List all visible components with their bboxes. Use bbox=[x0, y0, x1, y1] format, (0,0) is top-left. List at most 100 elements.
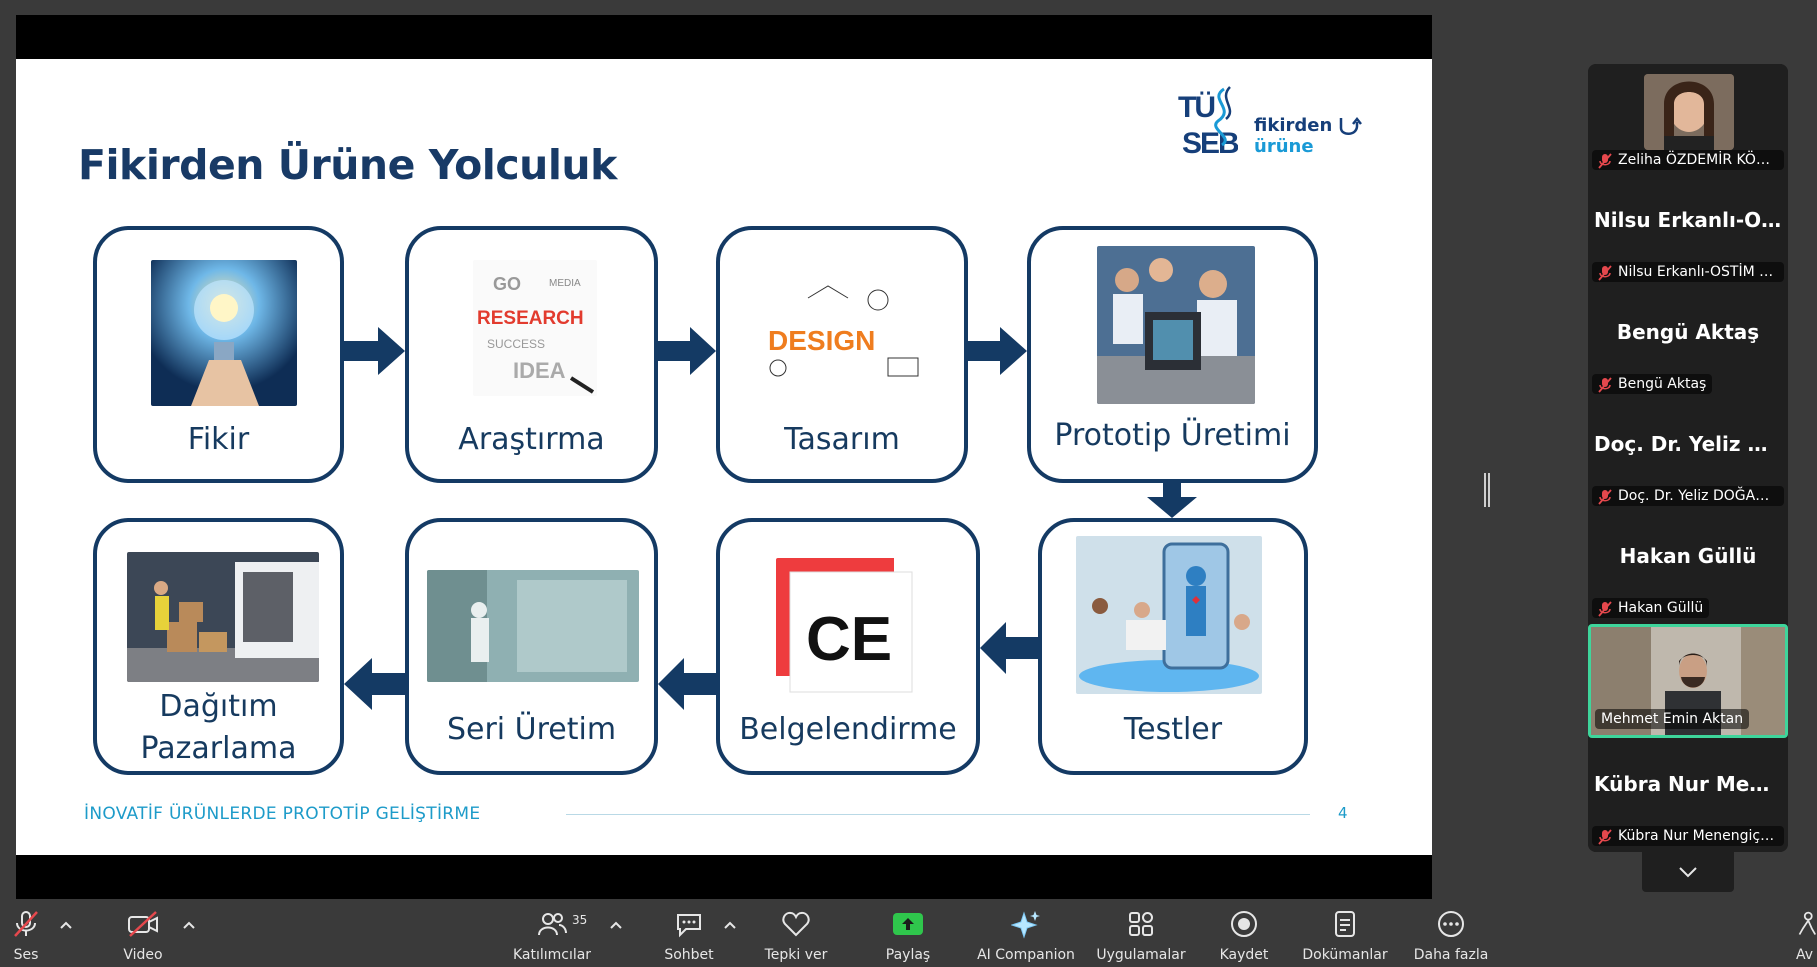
step-label: Seri Üretim bbox=[446, 712, 617, 747]
participant-tile-active-speaker[interactable]: Mehmet Emin Aktan bbox=[1588, 624, 1788, 738]
arrow-right-icon bbox=[968, 327, 1027, 375]
lightbulb-image bbox=[151, 260, 297, 406]
participant-name-tag: Bengü Aktaş bbox=[1592, 374, 1713, 394]
svg-text:SUCCESS: SUCCESS bbox=[487, 337, 545, 351]
arrow-left-icon bbox=[344, 658, 405, 710]
more-dots-icon bbox=[1438, 911, 1464, 937]
presentation-slide: Fikirden Ürüne Yolculuk TÜ SEB fikirden bbox=[16, 59, 1432, 855]
mic-muted-icon bbox=[1598, 489, 1612, 505]
apps-icon bbox=[1129, 912, 1153, 936]
mic-muted-icon bbox=[1598, 601, 1612, 617]
research-word-cloud-image: GO MEDIA RESEARCH SUCCESS IDEA bbox=[473, 260, 597, 396]
step-arastirma: GO MEDIA RESEARCH SUCCESS IDEA Araştırma bbox=[405, 226, 658, 483]
step-tasarim: DESIGN Tasarım bbox=[716, 226, 968, 483]
video-off-icon bbox=[128, 911, 158, 937]
audio-button[interactable]: Ses bbox=[6, 905, 46, 963]
participant-gallery: Zeliha ÖZDEMİR KÖKEN Nilsu Erkanlı-OS...… bbox=[1588, 64, 1788, 852]
participants-icon bbox=[538, 913, 567, 936]
participant-video bbox=[1644, 74, 1734, 150]
audio-options-caret-icon[interactable] bbox=[58, 919, 74, 931]
apps-button[interactable]: Uygulamalar bbox=[1096, 905, 1186, 963]
cleanroom-production-image bbox=[427, 570, 639, 682]
participant-display-name: Doç. Dr. Yeliz D... bbox=[1594, 432, 1787, 456]
gallery-scroll-down-button[interactable] bbox=[1642, 852, 1734, 892]
ce-mark-image: CE bbox=[776, 558, 916, 694]
documents-button[interactable]: Dokümanlar bbox=[1300, 905, 1390, 963]
step-label: Araştırma bbox=[458, 422, 605, 457]
svg-text:RESEARCH: RESEARCH bbox=[477, 308, 584, 329]
more-button[interactable]: Daha fazla bbox=[1410, 905, 1492, 963]
participant-name-tag: Nilsu Erkanlı-OSTİM M... bbox=[1592, 262, 1784, 282]
3d-printer-lab-image bbox=[1097, 246, 1255, 404]
participant-display-name: Bengü Aktaş bbox=[1616, 320, 1760, 344]
logo-org: TÜ SEB bbox=[1178, 83, 1241, 164]
step-label: Prototip Üretimi bbox=[1054, 418, 1291, 453]
heart-icon bbox=[782, 911, 810, 937]
tuseb-mark-icon: TÜ SEB bbox=[1178, 86, 1241, 160]
video-options-caret-icon[interactable] bbox=[181, 919, 197, 931]
arrow-right-icon bbox=[344, 327, 405, 375]
logo-tagline: fikirden ürüne bbox=[1254, 115, 1408, 157]
step-label: Dağıtım Pazarlama bbox=[140, 689, 297, 766]
chat-options-caret-icon[interactable] bbox=[722, 919, 738, 931]
step-dagitim: Dağıtım Pazarlama bbox=[93, 518, 344, 775]
panel-resize-handle[interactable] bbox=[1484, 473, 1490, 507]
participant-tile[interactable]: Bengü Aktaş Bengü Aktaş bbox=[1588, 288, 1788, 400]
record-icon bbox=[1231, 911, 1257, 937]
step-label: Fikir bbox=[187, 422, 250, 457]
participant-display-name: Kübra Nur Men... bbox=[1594, 772, 1787, 796]
svg-text:MEDIA: MEDIA bbox=[549, 278, 581, 289]
participant-name-tag: Mehmet Emin Aktan bbox=[1595, 709, 1750, 729]
mic-muted-icon bbox=[1598, 265, 1612, 281]
slide-footer: İNOVATİF ÜRÜNLERDE PROTOTİP GELİŞTİRME bbox=[84, 804, 481, 824]
arrow-down-icon bbox=[1147, 483, 1197, 518]
mic-muted-icon bbox=[1598, 377, 1612, 393]
overflow-button[interactable]: Av bbox=[1796, 905, 1817, 963]
participant-name-tag: Hakan Güllü bbox=[1592, 598, 1710, 618]
chevron-down-icon bbox=[1679, 867, 1697, 878]
person-icon bbox=[1798, 911, 1817, 935]
react-button[interactable]: Tepki ver bbox=[760, 905, 832, 963]
svg-text:IDEA: IDEA bbox=[513, 358, 566, 383]
participant-tile[interactable]: Kübra Nur Men... Kübra Nur Menengiç, T..… bbox=[1588, 740, 1788, 852]
participant-name-tag: Doç. Dr. Yeliz DOĞAN ... bbox=[1592, 486, 1784, 506]
meeting-toolbar: Ses Video Katılımcılar 35 Sohbet Tepki v… bbox=[0, 899, 1817, 967]
footer-divider bbox=[566, 814, 1310, 815]
participant-name-tag: Zeliha ÖZDEMİR KÖKEN bbox=[1592, 150, 1784, 170]
arrow-right-icon bbox=[658, 327, 716, 375]
participant-tile[interactable]: Zeliha ÖZDEMİR KÖKEN bbox=[1588, 64, 1788, 176]
design-doodle-image: DESIGN bbox=[738, 278, 950, 400]
document-icon bbox=[1335, 911, 1355, 937]
participant-display-name: Nilsu Erkanlı-OS... bbox=[1594, 208, 1788, 232]
svg-text:DESIGN: DESIGN bbox=[768, 325, 875, 356]
shared-screen: Fikirden Ürüne Yolculuk TÜ SEB fikirden bbox=[16, 15, 1432, 899]
participants-button[interactable]: Katılımcılar bbox=[512, 905, 592, 963]
participants-options-caret-icon[interactable] bbox=[608, 919, 624, 931]
svg-text:TÜ: TÜ bbox=[1178, 91, 1214, 124]
participant-tile[interactable]: Hakan Güllü Hakan Güllü bbox=[1588, 512, 1788, 624]
mic-muted-icon bbox=[14, 911, 38, 937]
participant-tile[interactable]: Doç. Dr. Yeliz D... Doç. Dr. Yeliz DOĞAN… bbox=[1588, 400, 1788, 512]
sparkle-icon bbox=[1011, 911, 1040, 939]
participant-name-tag: Kübra Nur Menengiç, T... bbox=[1592, 826, 1784, 846]
step-seri-uretim: Seri Üretim bbox=[405, 518, 658, 775]
chat-button[interactable]: Sohbet bbox=[660, 905, 718, 963]
slide-title: Fikirden Ürüne Yolculuk bbox=[78, 141, 617, 189]
share-screen-button[interactable]: Paylaş bbox=[880, 905, 936, 963]
hook-arrow-icon bbox=[1339, 116, 1362, 135]
video-button[interactable]: Video bbox=[118, 905, 168, 963]
chat-icon bbox=[677, 914, 701, 938]
arrow-left-icon bbox=[980, 622, 1038, 674]
ai-companion-button[interactable]: AI Companion bbox=[976, 905, 1076, 963]
record-button[interactable]: Kaydet bbox=[1216, 905, 1272, 963]
participant-tile[interactable]: Nilsu Erkanlı-OS... Nilsu Erkanlı-OSTİM … bbox=[1588, 176, 1788, 288]
delivery-van-image bbox=[127, 552, 319, 682]
slide-page-number: 4 bbox=[1338, 804, 1348, 822]
mic-muted-icon bbox=[1598, 153, 1612, 169]
mic-muted-icon bbox=[1598, 829, 1612, 845]
arrow-left-icon bbox=[658, 658, 716, 710]
svg-text:CE: CE bbox=[806, 605, 892, 674]
share-screen-icon bbox=[893, 913, 923, 935]
step-prototip: Prototip Üretimi bbox=[1027, 226, 1318, 483]
